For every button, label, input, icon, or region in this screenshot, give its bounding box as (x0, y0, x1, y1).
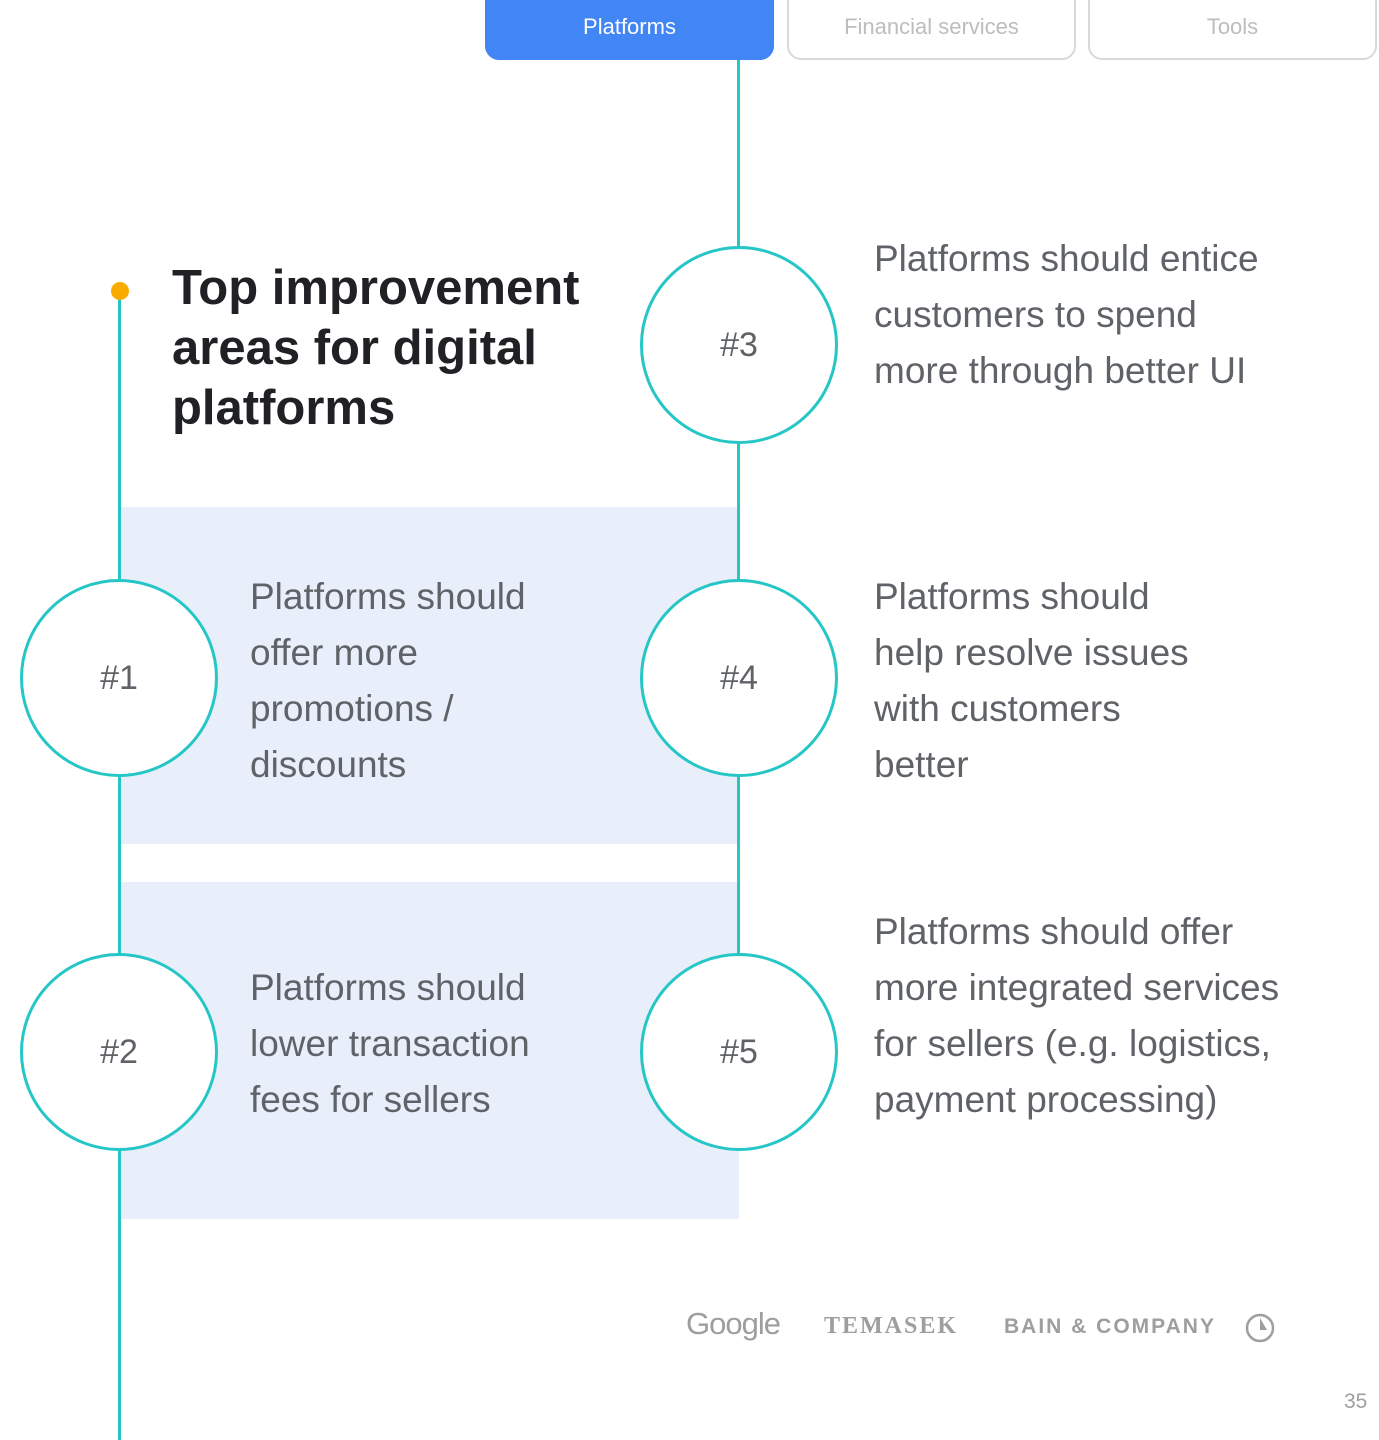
item-text-2: Platforms should lower transaction fees … (250, 967, 530, 1120)
rank-label-3: #3 (720, 325, 758, 364)
rank-circle-2: #2 (20, 953, 218, 1151)
google-logo: Google (686, 1306, 781, 1341)
timeline-left (118, 292, 121, 1440)
rank-label-2: #2 (100, 1032, 138, 1071)
rank-label-4: #4 (720, 658, 758, 697)
rank-circle-3: #3 (640, 246, 838, 444)
rank-circle-5: #5 (640, 953, 838, 1151)
temasek-logo: TEMASEK (824, 1313, 959, 1339)
timeline-start-dot (111, 282, 129, 300)
tab-platforms[interactable]: Platforms (485, 0, 774, 60)
highlight-band-2 (120, 882, 739, 1219)
bain-compass-icon (1245, 1313, 1275, 1343)
rank-label-1: #1 (100, 658, 138, 697)
highlight-band-1 (120, 507, 739, 844)
rank-circle-1: #1 (20, 579, 218, 777)
bain-logo: BAIN & COMPANY (1004, 1315, 1216, 1338)
item-text-5: Platforms should offer more integrated s… (874, 911, 1280, 1120)
tab-tools[interactable]: Tools (1088, 0, 1377, 60)
rank-circle-4: #4 (640, 579, 838, 777)
tab-financial-services[interactable]: Financial services (787, 0, 1076, 60)
rank-label-5: #5 (720, 1032, 758, 1071)
item-text-3: Platforms should entice customers to spe… (874, 238, 1259, 391)
page-title: Top improvement areas for digital platfo… (172, 261, 580, 435)
item-text-4: Platforms should help resolve issues wit… (874, 576, 1189, 785)
item-text-1: Platforms should offer more promotions /… (250, 576, 526, 785)
timeline-right (737, 60, 740, 1060)
page-number: 35 (1344, 1390, 1368, 1413)
